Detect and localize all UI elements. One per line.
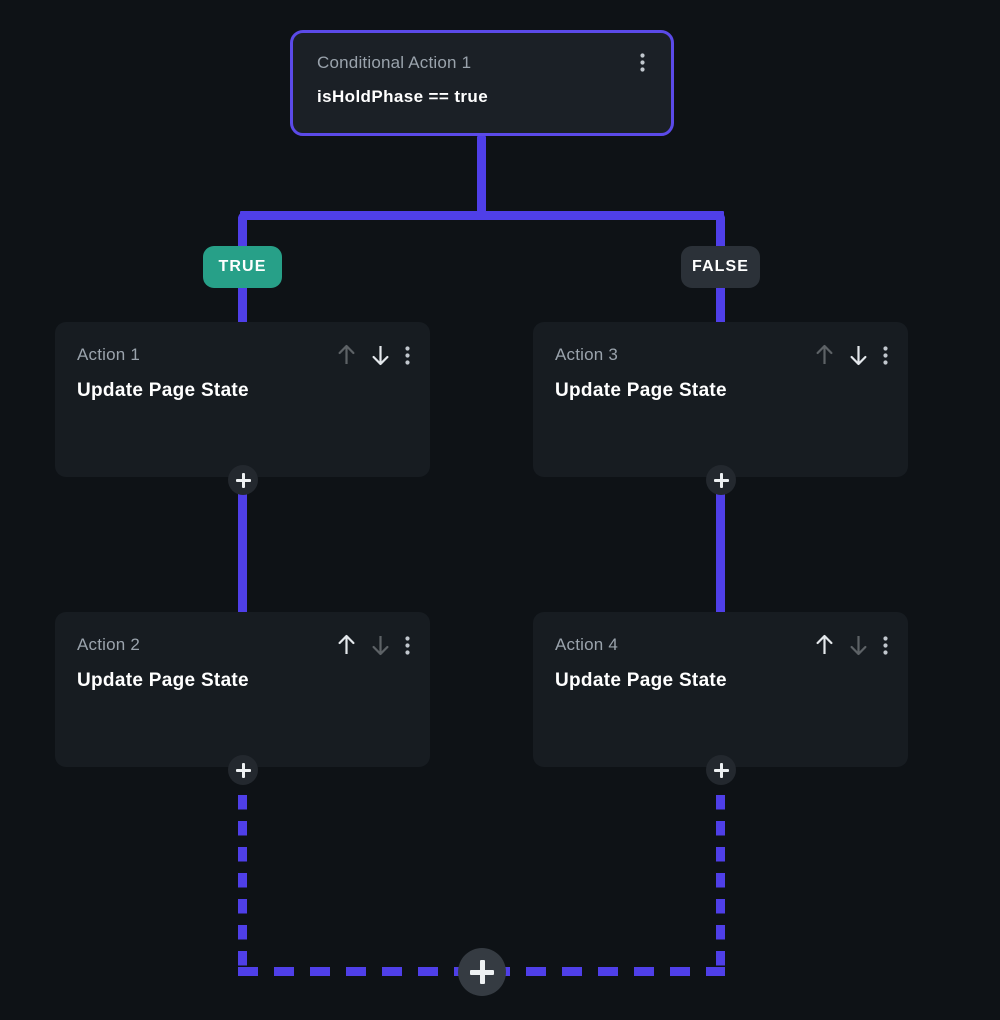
arrow-up-icon[interactable] [815, 634, 834, 656]
action-card-4[interactable]: Action 4 [533, 612, 908, 776]
action-card-3-label: Action 3 [555, 345, 619, 364]
arrow-down-icon[interactable] [849, 634, 868, 656]
action-card-2-label: Action 2 [77, 635, 141, 654]
edge-split-corner-right [711, 211, 725, 225]
action-card-3[interactable]: Action 3 [533, 322, 908, 486]
edge-split-bar-right [477, 211, 724, 220]
arrow-down-icon[interactable] [371, 344, 390, 366]
edge-conditional-stem [477, 136, 486, 216]
edge-action1-to-action2 [238, 480, 247, 615]
action-card-1-name: Update Page State [77, 380, 249, 401]
branch-badge-false[interactable]: FALSE [681, 246, 760, 288]
edge-split-corner-left [238, 211, 252, 225]
conditional-action-node[interactable]: Conditional Action 1 isHoldPhase == true [290, 30, 674, 136]
plus-icon [719, 762, 723, 778]
branch-badge-false-label: FALSE [691, 258, 750, 275]
plus-icon [479, 960, 485, 984]
arrow-down-icon[interactable] [371, 634, 390, 656]
action-card-1[interactable]: Action 1 [55, 322, 430, 486]
kebab-menu-icon[interactable] [636, 51, 649, 74]
edge-merge-right-vertical [716, 795, 725, 976]
plus-icon [719, 472, 723, 488]
add-after-action-2[interactable] [228, 755, 258, 785]
conditional-expression: isHoldPhase == true [317, 87, 489, 106]
action-card-4-label: Action 4 [555, 635, 619, 654]
action-card-3-name: Update Page State [555, 380, 727, 401]
conditional-node-label: Conditional Action 1 [317, 52, 472, 72]
action-card-2[interactable]: Action 2 [55, 612, 430, 776]
kebab-menu-icon[interactable] [883, 635, 888, 655]
arrow-up-icon[interactable] [337, 634, 356, 656]
arrow-up-icon[interactable] [337, 344, 356, 366]
action-card-1-label: Action 1 [77, 345, 141, 364]
add-after-action-4[interactable] [706, 755, 736, 785]
add-after-action-3[interactable] [706, 465, 736, 495]
plus-icon [241, 762, 245, 778]
branch-badge-true[interactable]: TRUE [203, 246, 282, 288]
add-after-merge[interactable] [458, 948, 506, 996]
edge-action3-to-action4 [716, 480, 725, 615]
kebab-menu-icon[interactable] [883, 345, 888, 365]
action-card-2-name: Update Page State [77, 670, 249, 691]
edge-merge-left-vertical [238, 795, 247, 976]
kebab-menu-icon[interactable] [405, 345, 410, 365]
add-after-action-1[interactable] [228, 465, 258, 495]
edge-split-bar-left [240, 211, 482, 220]
arrow-up-icon[interactable] [815, 344, 834, 366]
plus-icon [241, 472, 245, 488]
branch-badge-true-label: TRUE [218, 258, 267, 275]
arrow-down-icon[interactable] [849, 344, 868, 366]
kebab-menu-icon[interactable] [405, 635, 410, 655]
action-card-4-name: Update Page State [555, 670, 727, 691]
